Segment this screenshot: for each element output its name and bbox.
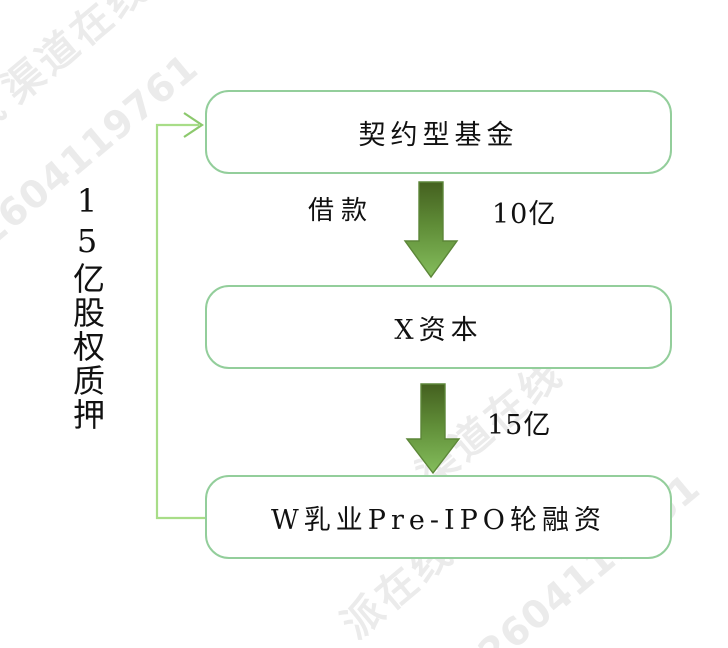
flow-arrow-fund-to-capital (403, 181, 459, 279)
pledge-feedback-arrow (155, 112, 207, 520)
pledge-label: 15亿股权质押 (68, 182, 106, 432)
flow-amount-10yi: 10亿 (492, 199, 557, 230)
flow-amount-15yi: 15亿 (487, 410, 552, 441)
flow-label-loan: 借款 (308, 196, 375, 226)
node-label: X资本 (394, 314, 483, 346)
watermark-text: 渠道在线 (0, 0, 159, 113)
node-label: W乳业Pre-IPO轮融资 (271, 504, 606, 536)
node-label: 契约型基金 (358, 119, 519, 151)
node-x-capital[interactable]: X资本 (205, 285, 672, 369)
node-contractual-fund[interactable]: 契约型基金 (205, 90, 672, 174)
node-w-dairy-pre-ipo[interactable]: W乳业Pre-IPO轮融资 (205, 475, 672, 559)
flow-arrow-capital-to-target (405, 383, 461, 475)
watermark-text: 在线 (0, 82, 18, 174)
